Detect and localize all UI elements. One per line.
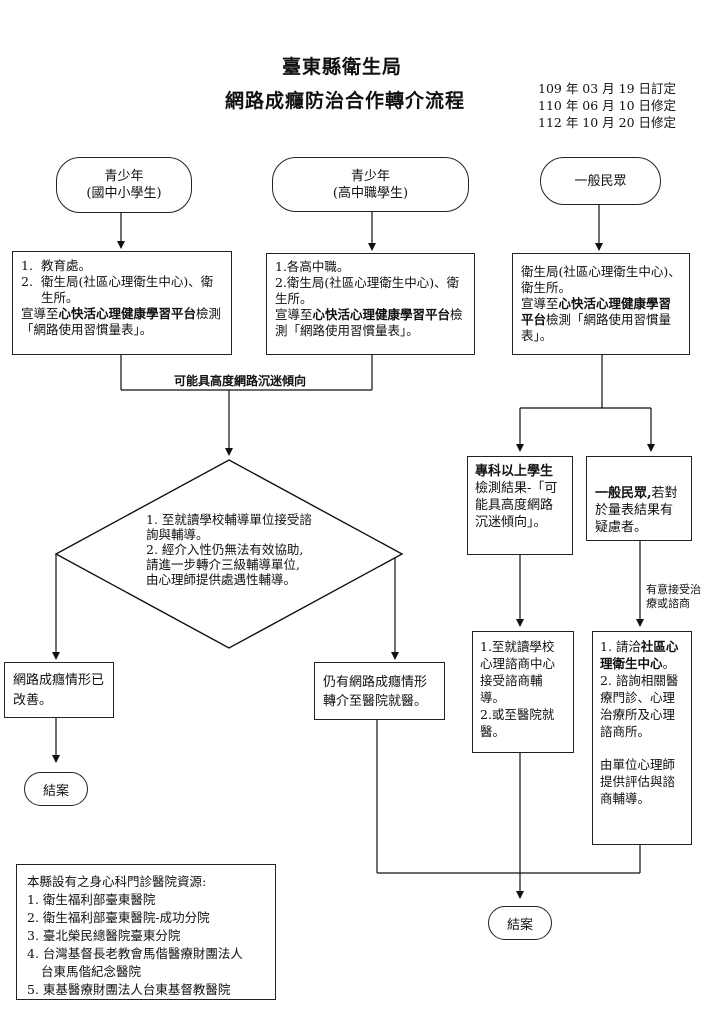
start-general-public: 一般民眾 xyxy=(540,157,661,205)
start-label: 青少年 xyxy=(350,168,390,184)
revision-history: 109 年 03 月 19 日訂定 110 年 06 月 10 日修定 112 … xyxy=(538,80,688,131)
start-label: 一般民眾 xyxy=(574,173,627,189)
diamond-text: 1. 至就讀學校輔導單位接受諮詢與輔導。 2. 經介入性仍無法有效協助,請進一步… xyxy=(146,512,312,587)
promo-text: 宣導至心快活心理健康學習平台檢測「網路使用習慣量表」。 xyxy=(275,307,466,339)
resources-heading: 本縣設有之身心科門診醫院資源: xyxy=(27,874,207,889)
end-node-left: 結案 xyxy=(24,772,88,806)
resource-item: 3. 臺北榮民總醫院臺東分院 xyxy=(27,928,181,943)
box-general-next-steps: 1. 請洽社區心理衛生中心。 2. 諮詢相關醫療門診、心理治療所及心理諮商所。 … xyxy=(592,631,692,845)
platform-name: 心快活心理健康學習平台 xyxy=(58,306,197,321)
start-label: 青少年 xyxy=(104,169,144,184)
general-label: 一般民眾, xyxy=(595,486,652,501)
step-item: 2.或至醫院就醫。 xyxy=(480,707,555,739)
platform-name: 心快活心理健康學習平台 xyxy=(312,307,451,322)
box-college-next-steps: 1.至就讀學校心理諮商中心接受諮商輔導。 2.或至醫院就醫。 xyxy=(472,631,574,753)
box-public-channels: 衛生局(社區心理衛生中心)、衛生所。 宣導至心快活心理健康學習平台檢測「網路使用… xyxy=(512,253,690,355)
promo-text: 宣導至心快活心理健康學習平台檢測「網路使用習慣量表」。 xyxy=(21,306,223,338)
promo-prefix: 宣導至 xyxy=(275,307,313,322)
end-label: 結案 xyxy=(506,917,533,933)
box-improved: 網路成癮情形已改善。 xyxy=(4,662,114,718)
box-college-students: 專科以上學生檢測結果-「可能具高度網路沉迷傾向」。 xyxy=(467,456,573,555)
promo-prefix: 宣導至 xyxy=(21,306,59,321)
resource-item: 4. 台灣基督長老教會馬偕醫療財團法人 xyxy=(27,946,243,961)
box-general-public-concern: 一般民眾,若對於量表結果有疑慮者。 xyxy=(586,456,692,541)
college-text: 檢測結果-「可能具高度網路沉迷傾向」。 xyxy=(475,481,558,530)
step-item: 1.至就讀學校心理諮商中心接受諮商輔導。 xyxy=(480,639,556,705)
step-item: 1. 請洽社區心理衛生中心。 xyxy=(600,638,684,672)
promo-suffix: 檢測「網路使用習慣量表」。 xyxy=(21,306,222,337)
center-name: 社區心理衛生中心 xyxy=(600,639,679,671)
item-number: 1. xyxy=(21,258,33,273)
revision-line: 110 年 06 月 10 日修定 xyxy=(538,98,677,113)
college-label: 專科以上學生 xyxy=(475,464,554,479)
revision-line: 109 年 03 月 19 日訂定 xyxy=(538,81,677,96)
step-tail: 由單位心理師提供評估與諮商輔導。 xyxy=(600,757,676,806)
merge-condition-label: 可能具高度網路沉迷傾向 xyxy=(173,374,306,388)
item-text: 教育處。 xyxy=(41,258,92,273)
promo-suffix: 檢測「網路使用習慣量表」。 xyxy=(275,307,463,338)
end-label: 結案 xyxy=(42,783,69,799)
note-line: 有意接受治 xyxy=(646,583,701,596)
improved-text: 網路成癮情形已改善。 xyxy=(13,673,105,708)
general-text: 若對於量表結果有疑慮者。 xyxy=(595,486,678,535)
promo-suffix: 檢測「網路使用習慣量表」。 xyxy=(521,312,672,343)
hospital-resources-box: 本縣設有之身心科門診醫院資源: 1. 衛生福利部臺東醫院 2. 衛生福利部臺東醫… xyxy=(16,864,276,1000)
revision-line: 112 年 10 月 20 日修定 xyxy=(538,115,677,130)
diamond-item: 2. 經介入性仍無法有效協助,請進一步轉介三級輔導單位,由心理師提供處遇性輔導。 xyxy=(146,542,304,587)
item-text: 1.各高中職。 xyxy=(275,259,350,274)
start-junior-students: 青少年 (國中小學生) xyxy=(56,157,192,213)
start-senior-students: 青少年 (高中職學生) xyxy=(272,157,469,212)
resource-item: 台東馬偕紀念醫院 xyxy=(41,964,142,979)
box-hospital-referral: 仍有網路成癮情形轉介至醫院就醫。 xyxy=(314,662,445,720)
start-sublabel: (高中職學生) xyxy=(332,185,409,201)
platform-name: 心快活心理健康學習平台 xyxy=(521,296,672,327)
resource-item: 2. 衛生福利部臺東醫院-成功分院 xyxy=(27,910,210,925)
start-sublabel: (國中小學生) xyxy=(86,186,162,201)
end-node-bottom: 結案 xyxy=(488,906,552,940)
step-suffix: 。 xyxy=(662,656,676,671)
diamond-item: 1. 至就讀學校輔導單位接受諮詢與輔導。 xyxy=(146,512,312,542)
treatment-intent-note: 有意接受治 療或諮商 xyxy=(646,583,702,611)
decision-diamond xyxy=(54,459,404,649)
promo-text: 宣導至心快活心理健康學習平台檢測「網路使用習慣量表」。 xyxy=(521,296,681,344)
item-text: 衛生局(社區心理衛生中心)、衛生所。 xyxy=(41,274,214,305)
item-text: 衛生局(社區心理衛生中心)、衛生所。 xyxy=(521,264,681,295)
resource-item: 5. 東基醫療財團法人台東基督教醫院 xyxy=(27,982,231,997)
note-line: 療或諮商 xyxy=(646,597,690,610)
box-junior-channels: 1. 教育處。 2. 衛生局(社區心理衛生中心)、衛生所。 宣導至心快活心理健康學習… xyxy=(12,251,232,355)
item-number: 2. xyxy=(21,274,33,289)
item-text: 2.衛生局(社區心理衛生中心)、衛生所。 xyxy=(275,275,460,306)
step-prefix: 1. 請洽 xyxy=(600,639,641,654)
agency-title: 臺東縣衛生局 xyxy=(281,56,402,78)
referral-text: 仍有網路成癮情形轉介至醫院就醫。 xyxy=(323,675,428,709)
resource-item: 1. 衛生福利部臺東醫院 xyxy=(27,892,156,907)
box-senior-channels: 1.各高中職。 2.衛生局(社區心理衛生中心)、衛生所。 宣導至心快活心理健康學… xyxy=(266,253,475,355)
step-item: 2. 諮詢相關醫療門診、心理治療所及心理諮商所。 xyxy=(600,673,679,739)
page-title: 網路成癮防治合作轉介流程 xyxy=(224,90,465,112)
promo-prefix: 宣導至 xyxy=(521,296,559,311)
